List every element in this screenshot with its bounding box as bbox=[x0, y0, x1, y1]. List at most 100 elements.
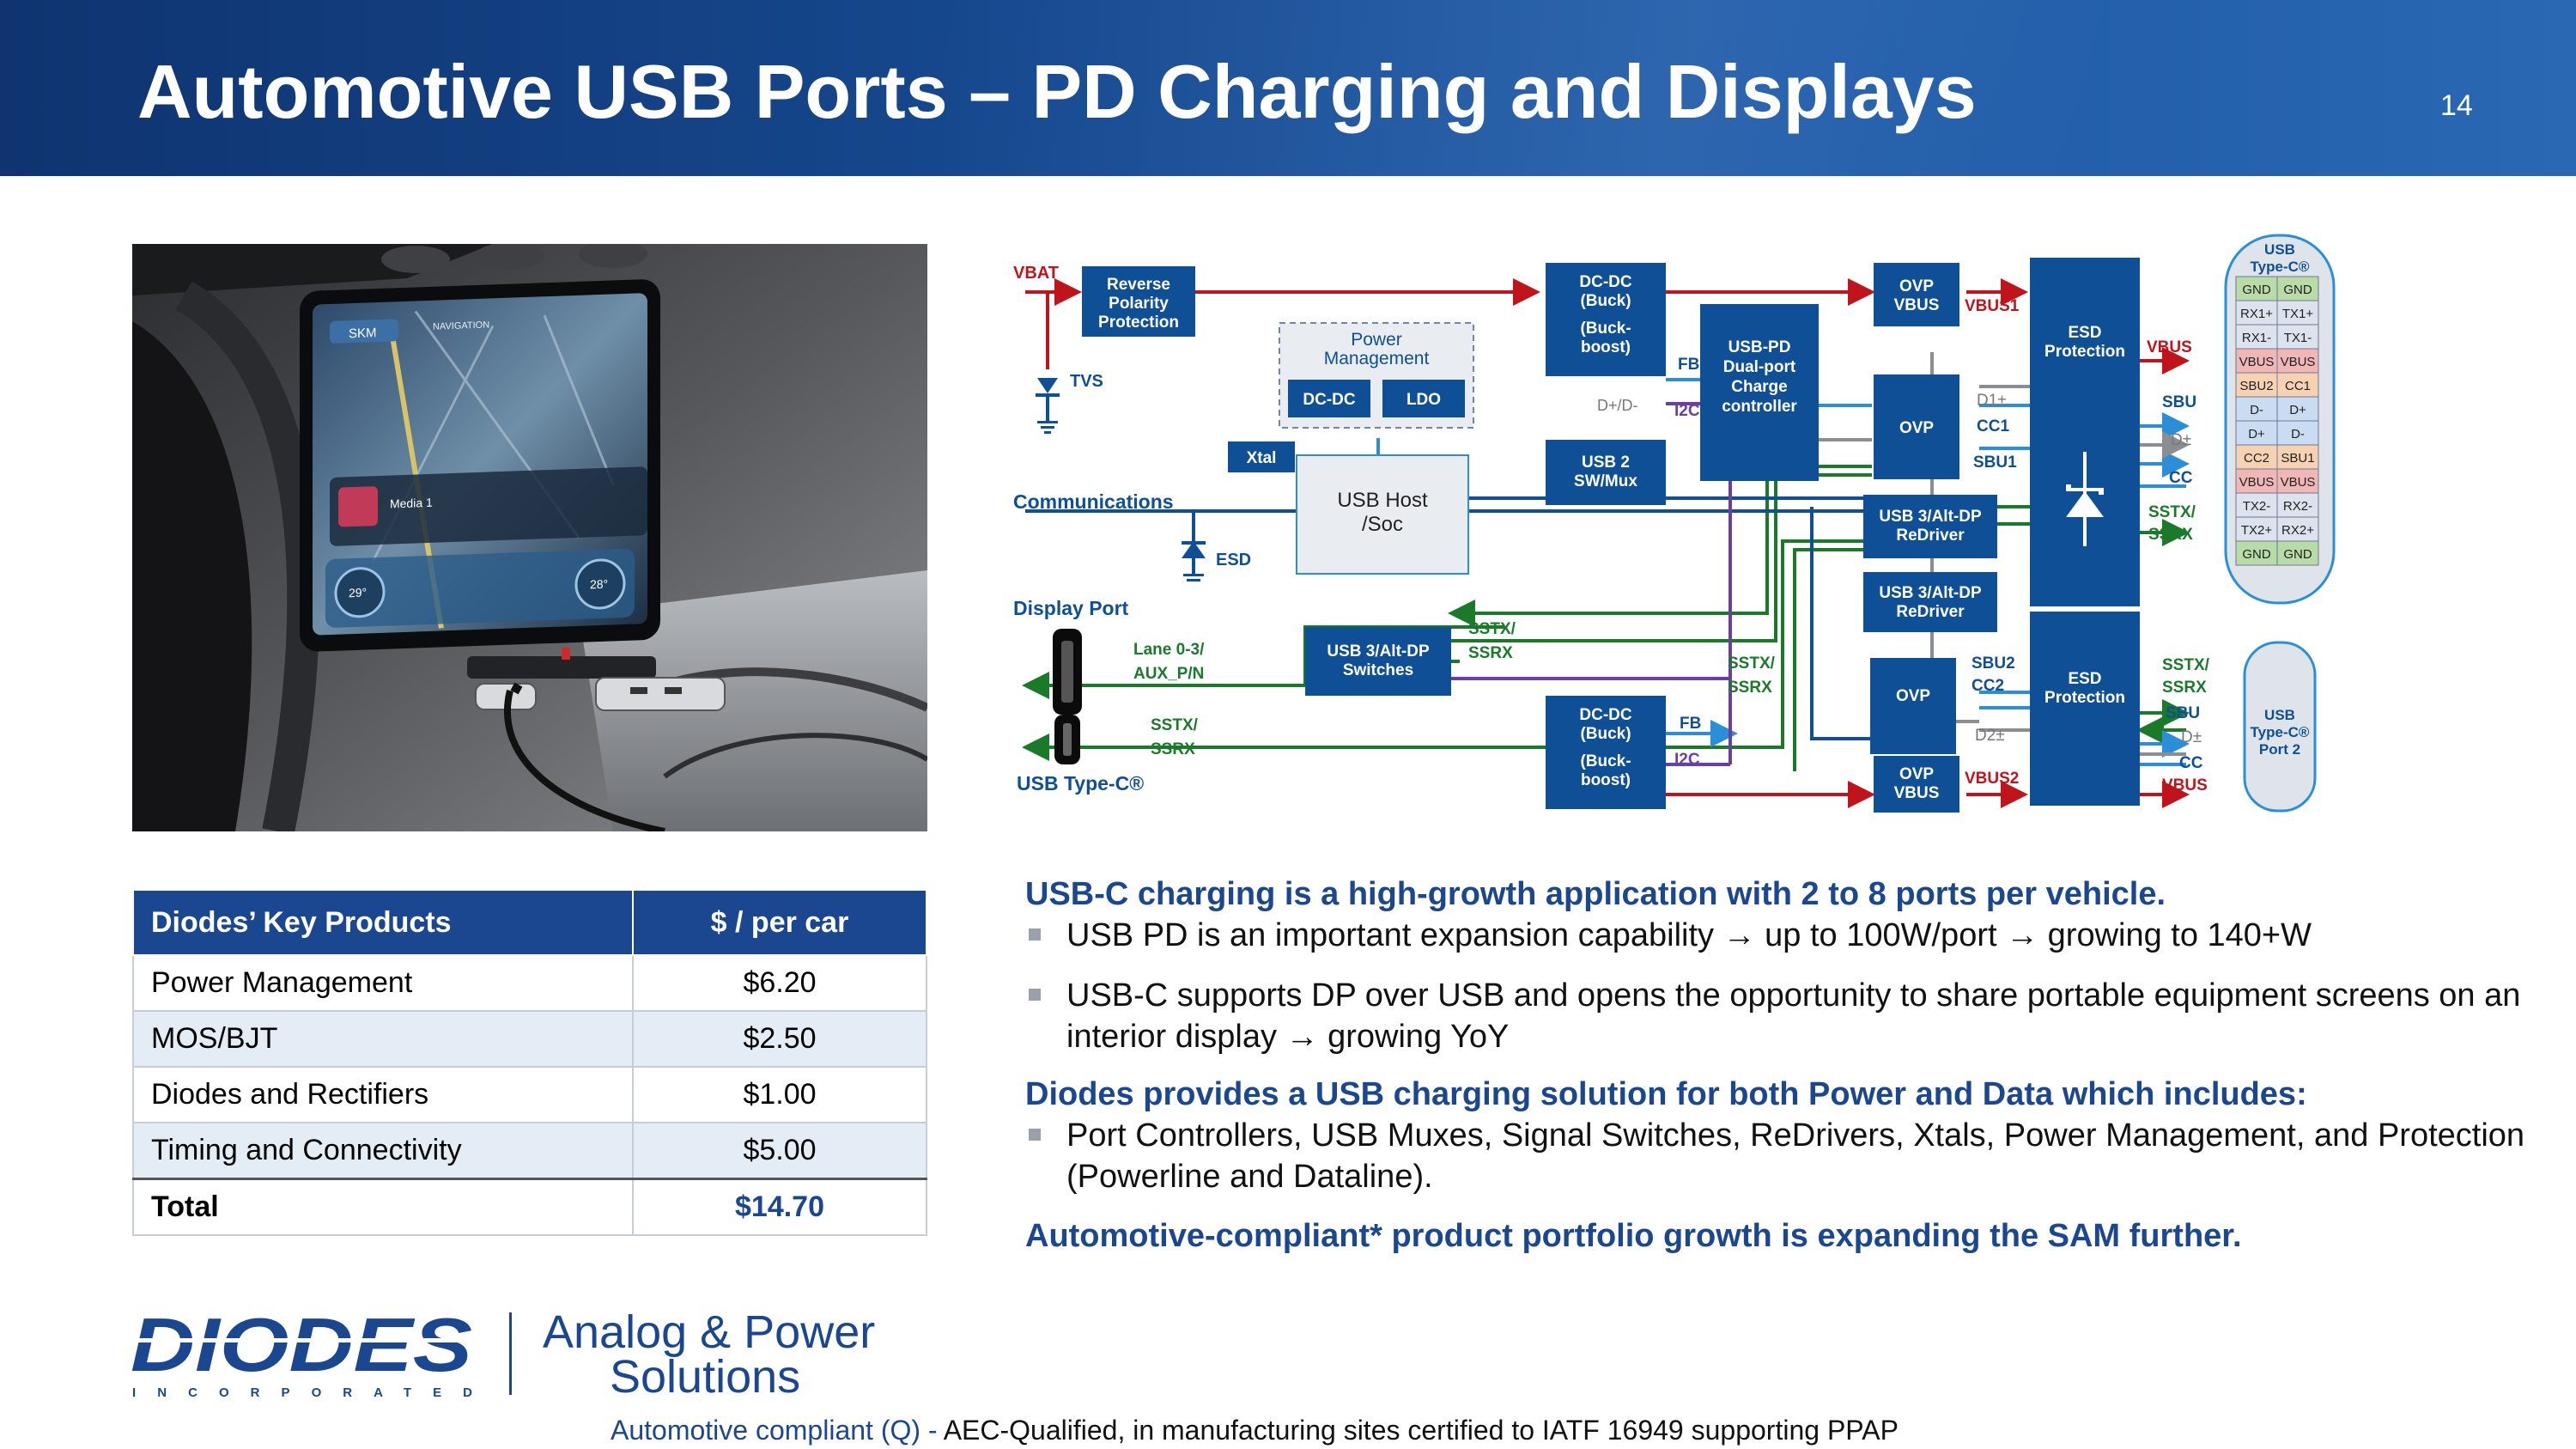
redriver-bot-1: USB 3/Alt-DP bbox=[1879, 584, 1982, 602]
reverse-line-1: Reverse bbox=[1107, 276, 1170, 294]
ovp-vbus-top-block bbox=[1874, 263, 1959, 326]
table-row: Timing and Connectivity $5.00 bbox=[132, 1122, 927, 1180]
altdp-switch-line-1: USB 3/Alt-DP bbox=[1327, 642, 1430, 661]
redriver-bottom-block bbox=[1863, 572, 1997, 632]
ldo-block bbox=[1382, 380, 1465, 417]
products-table: Diodes’ Key Products $ / per car Power M… bbox=[132, 889, 927, 1236]
diodes-logo: DIODES INCORPORATED bbox=[131, 1312, 474, 1398]
logo-divider bbox=[509, 1312, 512, 1395]
label-vbat: VBAT bbox=[1013, 264, 1059, 283]
esd-protection-top-block bbox=[2030, 258, 2140, 606]
pin-label: GND bbox=[2283, 283, 2312, 297]
esd-protection-bottom-block bbox=[2030, 612, 2140, 806]
label-dpm-port2: D± bbox=[2181, 728, 2202, 746]
table-total-row: Total $14.70 bbox=[132, 1178, 927, 1236]
reverse-line-2: Polarity bbox=[1109, 295, 1169, 313]
pin-cell bbox=[2235, 492, 2278, 518]
label-ssrx-port1: SSRX bbox=[2148, 526, 2193, 544]
pin-label: RX2+ bbox=[2281, 523, 2314, 538]
table-row: Power Management $6.20 bbox=[132, 954, 927, 1012]
page-title: Automotive USB Ports – PD Charging and D… bbox=[137, 49, 1977, 134]
buck-bot-2: (Buck) bbox=[1580, 725, 1631, 743]
port2-line-2: Type-C® bbox=[2251, 724, 2310, 740]
pin-label: VBUS bbox=[2281, 475, 2316, 490]
label-sstx-left: SSTX/ bbox=[1151, 716, 1199, 734]
pin-label: SBU1 bbox=[2281, 451, 2314, 466]
ovp-vbus-bot-2: VBUS bbox=[1894, 784, 1940, 802]
label-tvs: TVS bbox=[1070, 372, 1103, 391]
mux-line-1: USB 2 bbox=[1582, 454, 1630, 472]
label-vbus1: VBUS1 bbox=[1965, 297, 2020, 315]
tagline-line-2: Solutions bbox=[610, 1351, 801, 1403]
altdp-switch-line-2: Switches bbox=[1343, 661, 1413, 679]
pd-line-2: Dual-port bbox=[1723, 358, 1796, 376]
screen-temp-left: 29° bbox=[349, 585, 367, 600]
label-cc2: CC2 bbox=[1971, 677, 2004, 695]
pd-controller-block bbox=[1700, 304, 1819, 481]
redriver-top-2: ReDriver bbox=[1896, 527, 1965, 545]
esd-bot-1: ESD bbox=[2068, 670, 2101, 688]
reverse-polarity-block bbox=[1082, 266, 1195, 337]
label-vbus2: VBUS2 bbox=[1965, 770, 2019, 788]
label-cc1: CC1 bbox=[1977, 417, 2009, 435]
price-cell: $1.00 bbox=[632, 1066, 927, 1123]
pin-cell bbox=[2276, 468, 2319, 494]
ldo-label: LDO bbox=[1406, 391, 1441, 409]
pin-cell bbox=[2235, 444, 2278, 470]
label-aux: AUX_P/N bbox=[1133, 665, 1204, 683]
pin-cell bbox=[2276, 324, 2319, 350]
redriver-bot-2: ReDriver bbox=[1896, 603, 1965, 621]
price-cell: $2.50 bbox=[632, 1010, 927, 1068]
label-lane: Lane 0-3/ bbox=[1133, 641, 1205, 659]
footnote-qualifier: Automotive compliant (Q) - bbox=[611, 1415, 938, 1446]
heading-growth: USB-C charging is a high-growth applicat… bbox=[1025, 876, 2166, 912]
label-dpm: D+/D- bbox=[1597, 397, 1638, 414]
host-line-1: USB Host bbox=[1337, 489, 1428, 512]
product-cell: Power Management bbox=[132, 954, 634, 1012]
pin-cell bbox=[2276, 396, 2319, 422]
pin-label: TX2+ bbox=[2241, 523, 2273, 538]
buck-top-4: boost) bbox=[1581, 338, 1631, 356]
typec-port2-connector bbox=[2243, 641, 2317, 813]
product-cell: Diodes and Rectifiers bbox=[132, 1066, 634, 1123]
label-d2: D2± bbox=[1975, 727, 2005, 745]
label-dpm-port1: D± bbox=[2171, 431, 2191, 449]
port2-line-3: Port 2 bbox=[2259, 741, 2300, 758]
bullet-square-icon bbox=[1029, 989, 1041, 1001]
label-sstx-switch: SSTX/ bbox=[1468, 620, 1516, 638]
label-vbus-port2: VBUS bbox=[2162, 776, 2208, 795]
pin-label: TX2- bbox=[2243, 499, 2271, 514]
pin-cell bbox=[2235, 324, 2278, 350]
redriver-top-1: USB 3/Alt-DP bbox=[1879, 508, 1982, 526]
label-sbu1: SBU1 bbox=[1973, 454, 2017, 472]
buck-bot-1: DC-DC bbox=[1579, 706, 1631, 724]
buck-bot-4: boost) bbox=[1581, 771, 1631, 789]
redriver-top-block bbox=[1863, 495, 1997, 558]
ovp-top-label: OVP bbox=[1899, 419, 1934, 437]
zener-diode-icon bbox=[2066, 452, 2104, 546]
pin-cell bbox=[2276, 516, 2319, 542]
screen-temp-right: 28° bbox=[590, 577, 608, 592]
label-display-port: Display Port bbox=[1013, 597, 1129, 619]
buck-top-2: (Buck) bbox=[1580, 292, 1631, 310]
screen-nav-label: NAVIGATION bbox=[433, 320, 489, 332]
total-label: Total bbox=[132, 1178, 634, 1236]
bullet-text-block: USB-C charging is a high-growth applicat… bbox=[1025, 876, 2537, 1255]
host-line-2: /Soc bbox=[1362, 513, 1403, 536]
ovp-bottom-block bbox=[1870, 658, 1956, 754]
ovp-vbus-top-1: OVP bbox=[1899, 277, 1934, 295]
pin-label: RX2- bbox=[2283, 499, 2312, 514]
port2-line-1: USB bbox=[2264, 707, 2295, 723]
table-row: Diodes and Rectifiers $1.00 bbox=[132, 1066, 927, 1123]
usb-host-block bbox=[1296, 454, 1469, 575]
bullet-pd: USB PD is an important expansion capabil… bbox=[1025, 915, 2537, 956]
buck-bot-3: (Buck- bbox=[1580, 752, 1631, 770]
label-esd: ESD bbox=[1216, 551, 1251, 569]
buck-top-3: (Buck- bbox=[1580, 320, 1631, 338]
xtal-label: Xtal bbox=[1247, 449, 1277, 467]
xtal-block bbox=[1228, 441, 1295, 472]
screen-chip-label: SKM bbox=[349, 326, 377, 341]
table-row: MOS/BJT $2.50 bbox=[132, 1010, 927, 1068]
usb2-mux-block bbox=[1546, 440, 1666, 505]
